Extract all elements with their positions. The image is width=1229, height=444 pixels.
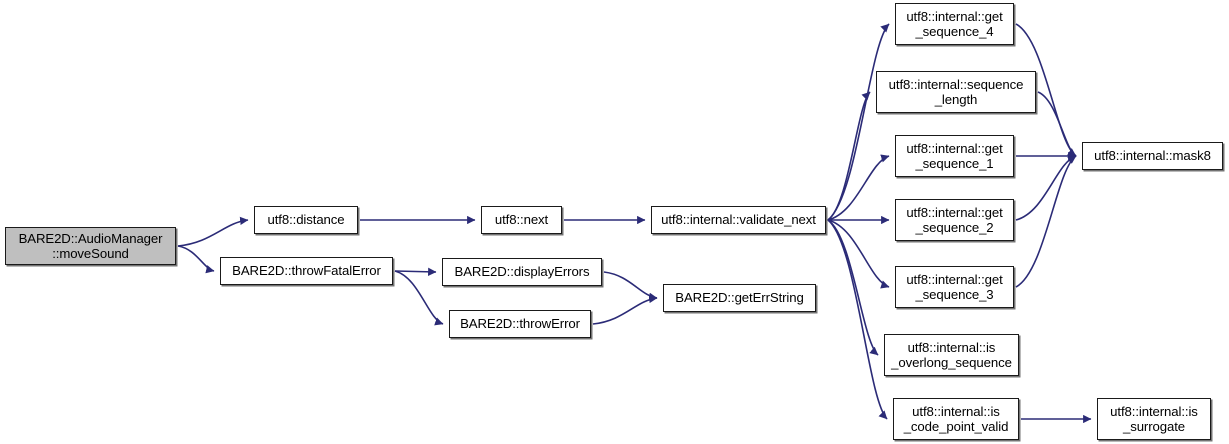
graph-edge-throwFatalError-to-displayErrors [394,267,437,276]
graph-edge-validate_next-to-is_overlong_sequence [827,219,879,356]
graph-node-distance[interactable]: utf8::distance [254,206,358,234]
graph-node-label: utf8::distance [267,212,345,228]
graph-node-get_sequence_4[interactable]: utf8::internal::get _sequence_4 [895,3,1014,45]
graph-node-label: utf8::internal::get _sequence_4 [906,8,1003,40]
graph-edge-displayErrors-to-getErrString [603,271,658,301]
graph-edge-throwError-to-getErrString [592,294,658,325]
graph-node-mask8[interactable]: utf8::internal::mask8 [1082,142,1223,170]
graph-edge-validate_next-to-get_sequence_3 [827,219,890,289]
graph-edge-get_sequence_2-to-mask8 [1015,154,1077,221]
graph-node-next[interactable]: utf8::next [481,206,562,234]
graph-node-validate_next[interactable]: utf8::internal::validate_next [651,206,826,234]
graph-node-label: utf8::internal::get _sequence_2 [906,204,1003,236]
graph-edge-validate_next-to-is_code_point_valid [827,219,888,420]
graph-node-label: utf8::internal::is _overlong_sequence [891,339,1012,371]
graph-node-label: utf8::internal::is _code_point_valid [903,403,1009,435]
graph-node-label: utf8::internal::get _sequence_1 [906,140,1003,172]
graph-edge-throwFatalError-to-throwError [394,270,444,326]
graph-edge-get_sequence_3-to-mask8 [1015,155,1077,288]
graph-edge-moveSound-to-distance [177,216,249,247]
graph-node-throwError[interactable]: BARE2D::throwError [449,310,591,338]
graph-node-label: BARE2D::throwFatalError [232,263,381,279]
graph-node-label: utf8::next [494,212,549,228]
graph-node-get_sequence_1[interactable]: utf8::internal::get _sequence_1 [895,135,1014,177]
graph-node-get_sequence_2[interactable]: utf8::internal::get _sequence_2 [895,199,1014,241]
graph-node-label: BARE2D::displayErrors [454,264,590,280]
graph-edge-moveSound-to-throwFatalError [177,245,215,274]
graph-node-label: utf8::internal::mask8 [1094,148,1211,164]
graph-node-label: BARE2D::throwError [460,316,580,332]
graph-node-label: BARE2D::getErrString [675,290,804,306]
graph-node-is_code_point_valid[interactable]: utf8::internal::is _code_point_valid [893,398,1019,440]
graph-node-get_sequence_3[interactable]: utf8::internal::get _sequence_3 [895,266,1014,308]
graph-node-getErrString[interactable]: BARE2D::getErrString [663,284,816,312]
graph-node-throwFatalError[interactable]: BARE2D::throwFatalError [220,257,393,285]
graph-edge-validate_next-to-sequence_length [827,91,871,221]
graph-node-is_overlong_sequence[interactable]: utf8::internal::is _overlong_sequence [884,334,1019,376]
graph-edge-validate_next-to-get_sequence_1 [827,154,890,221]
graph-node-label: utf8::internal::validate_next [661,212,816,228]
graph-node-is_surrogate[interactable]: utf8::internal::is _surrogate [1097,398,1211,440]
graph-edge-sequence_length-to-mask8 [1037,91,1077,157]
graph-node-moveSound[interactable]: BARE2D::AudioManager ::moveSound [5,227,176,265]
graph-node-label: utf8::internal::sequence _length [888,76,1024,108]
graph-node-displayErrors[interactable]: BARE2D::displayErrors [442,258,602,286]
graph-node-label: utf8::internal::is _surrogate [1110,403,1198,435]
graph-node-label: utf8::internal::get _sequence_3 [906,271,1003,303]
graph-node-label: BARE2D::AudioManager ::moveSound [18,230,163,262]
graph-node-sequence_length[interactable]: utf8::internal::sequence _length [876,71,1036,113]
graph-edge-validate_next-to-get_sequence_4 [827,23,890,221]
